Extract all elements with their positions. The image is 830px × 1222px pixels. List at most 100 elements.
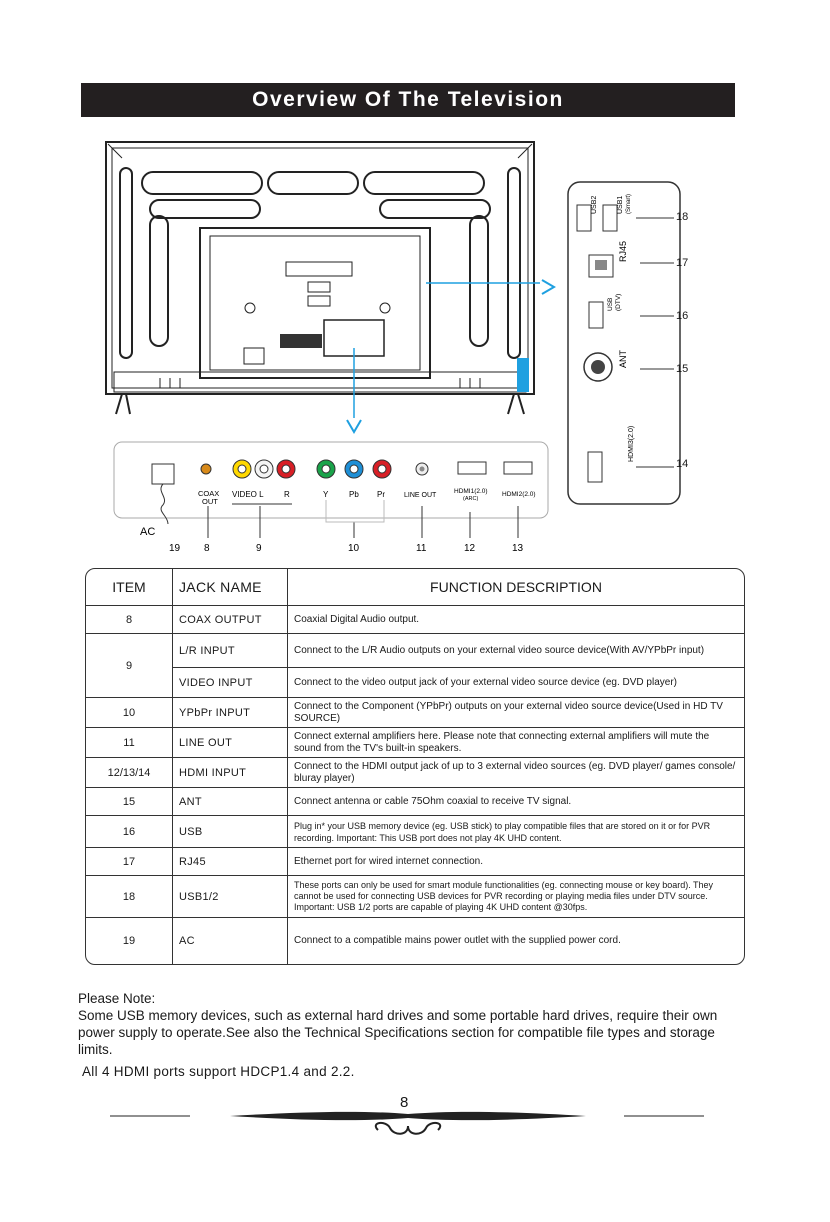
hdmi1-port-icon (457, 461, 487, 475)
hdcp-note: All 4 HDMI ports support HDCP1.4 and 2.2… (82, 1064, 355, 1079)
r-label: R (284, 490, 290, 499)
row-item: 8 (86, 605, 173, 634)
table-row: 15 ANT Connect antenna or cable 75Ohm co… (86, 787, 744, 816)
ac-socket-icon (151, 463, 175, 485)
callout-16: 16 (676, 310, 689, 322)
ac-label: AC (140, 526, 155, 538)
row-desc: Connect to the video output jack of your… (287, 667, 744, 698)
table-row: 8 COAX OUTPUT Coaxial Digital Audio outp… (86, 605, 744, 634)
row-jack: USB (172, 815, 288, 848)
note-heading: Please Note: (78, 991, 156, 1006)
callout-10: 10 (348, 543, 360, 554)
hdmi3-port-icon (587, 451, 603, 483)
table-row: 18 USB1/2 These ports can only be used f… (86, 875, 744, 918)
bottom-panel-diagram: COAX OUT VIDEO L R Y Pb Pr LINE OUT HDMI… (113, 441, 549, 554)
row-jack: LINE OUT (172, 727, 288, 758)
hdmi3-label: HDMI3(2.0) (628, 426, 635, 462)
rj45-label: RJ45 (618, 241, 628, 262)
row-item: 17 (86, 847, 173, 876)
row-item: 9 (86, 633, 173, 698)
row-jack: RJ45 (172, 847, 288, 876)
pr-label: Pr (377, 490, 385, 499)
row-item: 12/13/14 (86, 757, 173, 788)
row-desc: Connect to the HDMI output jack of up to… (287, 757, 744, 788)
row-desc: Connect external amplifiers here. Please… (287, 727, 744, 758)
coax-jack-icon (200, 463, 212, 475)
note-block: Please Note: Some USB memory devices, su… (78, 990, 748, 1058)
table-row: 16 USB Plug in* your USB memory device (… (86, 815, 744, 848)
row-jack: COAX OUTPUT (172, 605, 288, 634)
note-body: Some USB memory devices, such as externa… (78, 1008, 718, 1057)
callout-19: 19 (169, 543, 181, 554)
page-number: 8 (400, 1094, 409, 1111)
callout-8: 8 (204, 543, 210, 554)
table-row: 10 YPbPr INPUT Connect to the Component … (86, 697, 744, 728)
row-jack: AC (172, 917, 288, 964)
callout-17: 17 (676, 257, 689, 269)
row-desc: Connect to a compatible mains power outl… (287, 917, 744, 964)
hdmi2-label: HDMI2(2.0) (502, 491, 536, 498)
row-jack: HDMI INPUT (172, 757, 288, 788)
table-row: 9 L/R INPUT Connect to the L/R Audio out… (86, 633, 744, 698)
tv-rear-diagram (105, 141, 540, 418)
row-jack: VIDEO INPUT (172, 667, 288, 698)
callout-14: 14 (676, 458, 689, 470)
callout-12: 12 (464, 543, 476, 554)
row-item: 15 (86, 787, 173, 816)
callout-15: 15 (676, 363, 689, 375)
row-item: 16 (86, 815, 173, 848)
usb2-port-icon (576, 204, 592, 232)
row-desc: These ports can only be used for smart m… (287, 875, 744, 918)
y-label: Y (323, 490, 329, 499)
ant-label: ANT (618, 349, 628, 368)
row-item: 11 (86, 727, 173, 758)
coax-sub-label: OUT (202, 497, 218, 506)
table-row: 12/13/14 HDMI INPUT Connect to the HDMI … (86, 757, 744, 788)
video-l-label: VIDEO L (232, 490, 264, 499)
usb-dtv-sub-label: (DTV) (615, 294, 622, 311)
side-panel-diagram: USB2 USB1 (Smart) RJ45 USB (DTV) ANT HDM… (567, 181, 681, 505)
header-function: FUNCTION DESCRIPTION (287, 569, 744, 606)
line-out-label: LINE OUT (404, 492, 437, 499)
row-desc: Coaxial Digital Audio output. (287, 605, 744, 634)
usb1-port-icon (602, 204, 618, 232)
row-jack: L/R INPUT (172, 633, 288, 668)
table-row: 19 AC Connect to a compatible mains powe… (86, 917, 744, 964)
usb1-sub-label: (Smart) (626, 194, 632, 214)
row-item: 10 (86, 697, 173, 728)
jack-function-table: ITEM JACK NAME FUNCTION DESCRIPTION 8 CO… (85, 568, 745, 965)
usb2-label: USB2 (591, 196, 598, 214)
table-row: VIDEO INPUT Connect to the video output … (86, 667, 744, 698)
row-jack: ANT (172, 787, 288, 816)
page-title: Overview Of The Television (81, 83, 735, 117)
table-row: 17 RJ45 Ethernet port for wired internet… (86, 847, 744, 876)
hdmi2-port-icon (503, 461, 533, 475)
header-item: ITEM (86, 569, 173, 606)
row-desc: Ethernet port for wired internet connect… (287, 847, 744, 876)
callout-9: 9 (256, 543, 262, 554)
usb-dtv-port-icon (588, 301, 604, 329)
row-item: 19 (86, 917, 173, 964)
row-jack: YPbPr INPUT (172, 697, 288, 728)
arrow-down-icon (346, 419, 362, 434)
usb-dtv-label: USB (607, 298, 614, 311)
row-desc: Connect antenna or cable 75Ohm coaxial t… (287, 787, 744, 816)
table-row: 11 LINE OUT Connect external amplifiers … (86, 727, 744, 758)
pb-label: Pb (349, 490, 359, 499)
arrow-right-icon (541, 279, 556, 295)
row-desc: Connect to the L/R Audio outputs on your… (287, 633, 744, 668)
row-item: 18 (86, 875, 173, 918)
callout-18: 18 (676, 211, 689, 223)
coax-label: COAX (198, 489, 219, 498)
header-jack-name: JACK NAME (172, 569, 288, 606)
row-jack: USB1/2 (172, 875, 288, 918)
row-desc: Plug in* your USB memory device (eg. USB… (287, 815, 744, 848)
hdmi1-label: HDMI1(2.0) (454, 488, 488, 495)
hdmi1-sub-label: (ARC) (463, 496, 478, 502)
table-header-row: ITEM JACK NAME FUNCTION DESCRIPTION (86, 569, 744, 606)
row-desc: Connect to the Component (YPbPr) outputs… (287, 697, 744, 728)
usb1-label: USB1 (617, 196, 624, 214)
footer-ornament (110, 1111, 704, 1135)
callout-11: 11 (416, 543, 427, 554)
callout-13: 13 (512, 543, 524, 554)
